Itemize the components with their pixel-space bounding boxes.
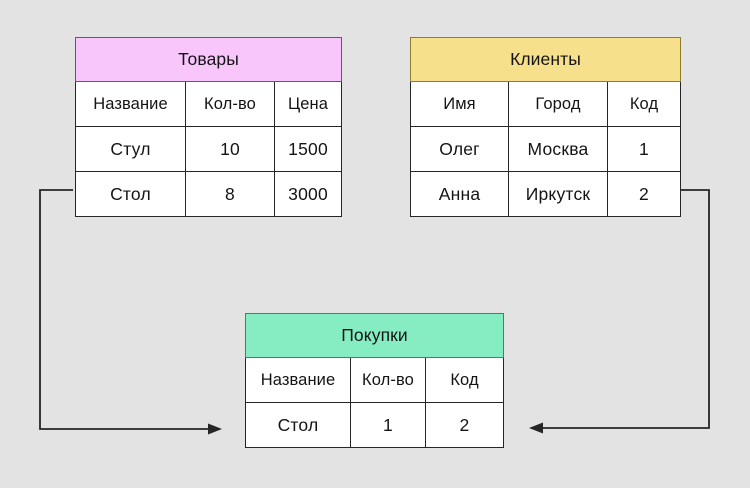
table-cell: Иркутск (508, 171, 608, 217)
table-title-clients: Клиенты (409, 37, 682, 82)
table-row: Стол 8 3000 (75, 171, 343, 217)
table-cell: 1 (606, 126, 682, 172)
table-cell: 3000 (273, 171, 343, 217)
column-header: Цена (273, 81, 343, 127)
table-header-row: Имя Город Код (410, 81, 682, 127)
arrowhead-products-to-purchases (208, 423, 222, 435)
table-row: Олег Москва 1 (410, 126, 682, 172)
table-header-row: Название Кол-во Цена (75, 81, 343, 127)
column-header: Код (424, 357, 505, 403)
table-cell: Олег (410, 126, 509, 172)
table-title-products: Товары (74, 37, 343, 82)
table-cell: 2 (424, 402, 505, 448)
table-cell: 1500 (273, 126, 343, 172)
table-title-row: Покупки (244, 313, 505, 358)
column-header: Имя (410, 81, 509, 127)
column-header: Кол-во (350, 357, 426, 403)
table-clients: Клиенты Имя Город Код Олег Москва 1 Анна… (409, 37, 682, 217)
column-header: Название (75, 81, 186, 127)
table-row: Стол 1 2 (245, 402, 505, 448)
table-title-row: Товары (74, 37, 343, 82)
table-cell: 2 (606, 171, 682, 217)
table-title-purchases: Покупки (244, 313, 505, 358)
table-title-row: Клиенты (409, 37, 682, 82)
column-header: Название (245, 357, 351, 403)
table-cell: Стул (75, 126, 186, 172)
table-cell: 8 (185, 171, 275, 217)
table-cell: Москва (508, 126, 608, 172)
table-cell: Стол (75, 171, 186, 217)
table-header-row: Название Кол-во Код (245, 357, 505, 403)
connector-clients-to-purchases (536, 189, 710, 429)
table-purchases: Покупки Название Кол-во Код Стол 1 2 (244, 313, 505, 448)
table-cell: Анна (410, 171, 509, 217)
table-cell: 10 (185, 126, 275, 172)
table-cell: 1 (350, 402, 426, 448)
table-products: Товары Название Кол-во Цена Стул 10 1500… (74, 37, 343, 217)
table-row: Анна Иркутск 2 (410, 171, 682, 217)
connector-products-to-purchases (39, 189, 215, 430)
table-row: Стул 10 1500 (75, 126, 343, 172)
table-cell: Стол (245, 402, 351, 448)
column-header: Код (606, 81, 682, 127)
column-header: Город (508, 81, 608, 127)
arrowhead-clients-to-purchases (529, 422, 543, 434)
column-header: Кол-во (185, 81, 275, 127)
